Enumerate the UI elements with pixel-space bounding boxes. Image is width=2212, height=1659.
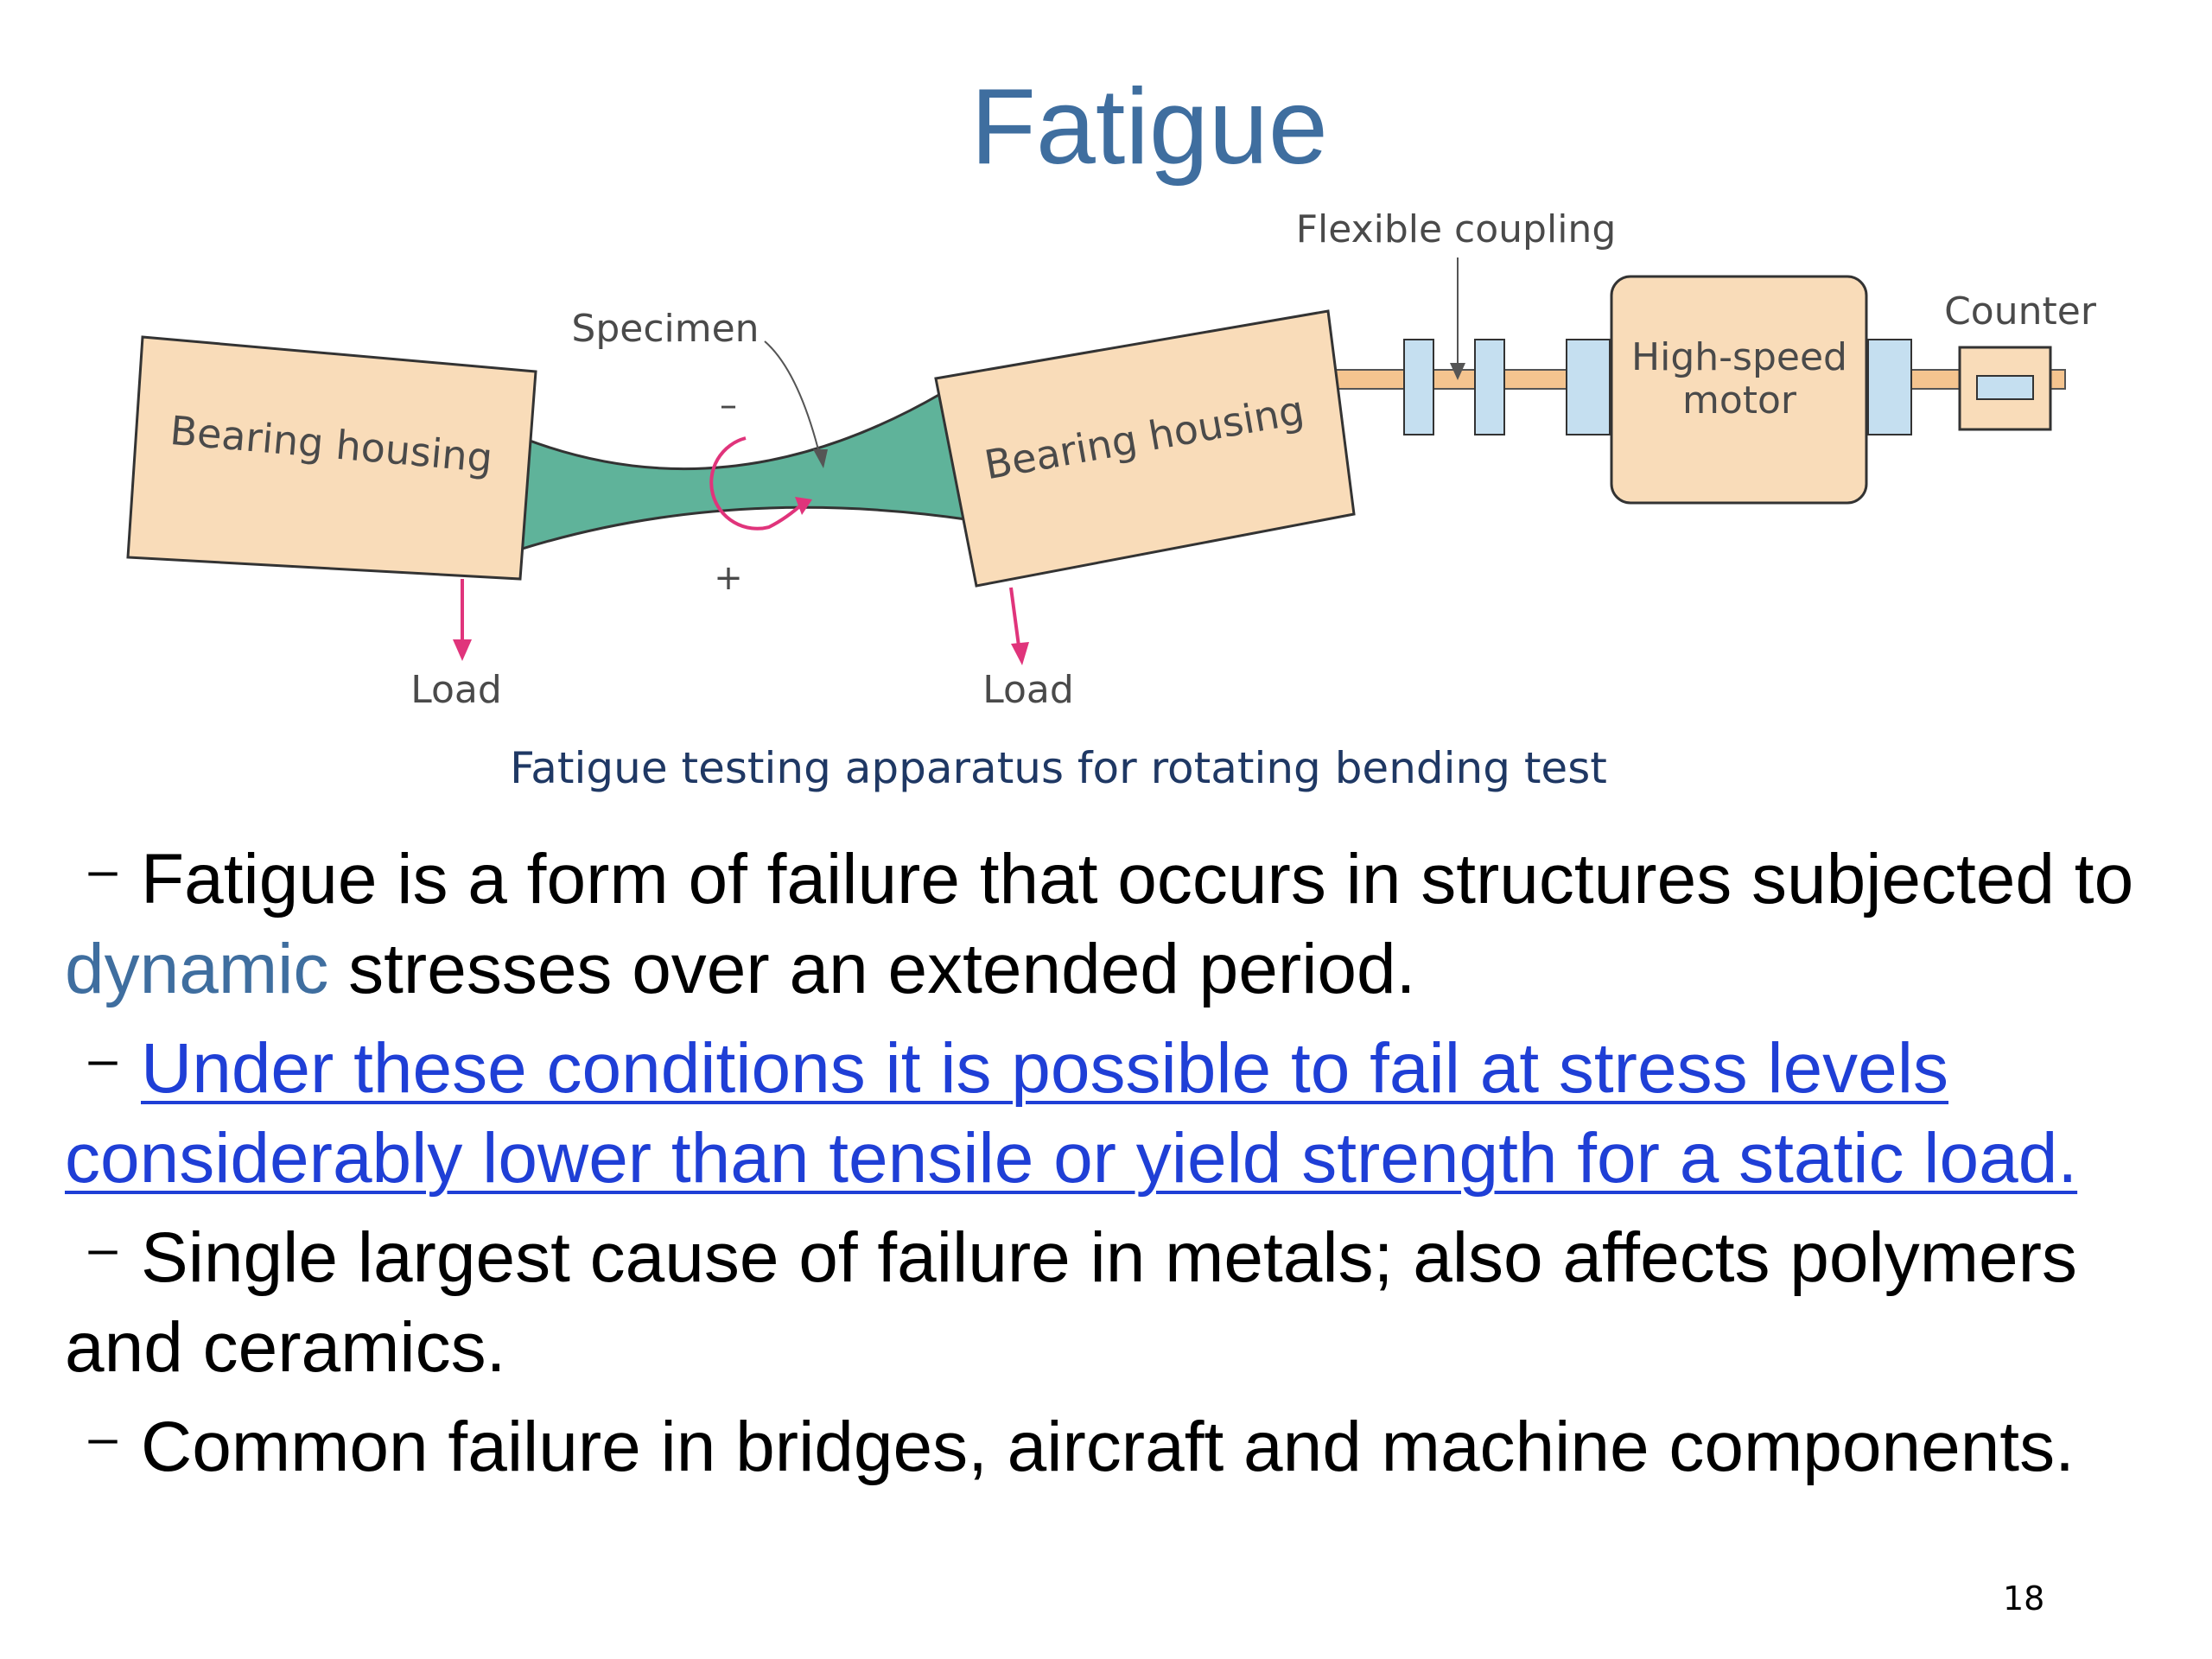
fatigue-apparatus-diagram: Flexible coupling Specimen Counter Beari…: [104, 199, 2108, 726]
rotation-arrow-head: [795, 497, 812, 515]
coupling-disc-2: [1474, 339, 1505, 435]
bullet-4-text: Common failure in bridges, aircraft and …: [141, 1408, 2075, 1486]
minus-sign: –: [720, 385, 737, 425]
motor-label-line1: High-speed: [1631, 335, 1847, 379]
bullet-list: –Fatigue is a form of failure that occur…: [65, 825, 2173, 1492]
bullet-1-text-end: stresses over an extended period.: [328, 930, 1416, 1008]
coupling-pointer-head: [1450, 363, 1465, 380]
load-left-label: Load: [410, 668, 502, 712]
bullet-3-dash: –: [88, 1219, 118, 1277]
plus-sign: +: [714, 558, 743, 598]
flexible-coupling-label: Flexible coupling: [1296, 207, 1617, 251]
bullet-2: –Under these conditions it is possible t…: [65, 1014, 2173, 1204]
motor-label-line2: motor: [1682, 378, 1797, 423]
bullet-1-highlight: dynamic: [65, 930, 329, 1008]
specimen-label: Specimen: [571, 307, 759, 351]
bearing-housing-left: [126, 335, 537, 581]
load-arrow-right-head: [1011, 642, 1029, 665]
bullet-4: –Common failure in bridges, aircraft and…: [65, 1393, 2173, 1492]
specimen-pointer-head: [813, 449, 828, 468]
bullet-2-link[interactable]: Under these conditions it is possible to…: [65, 1029, 2078, 1198]
motor-end-disc: [1867, 339, 1912, 435]
bullet-2-dash: –: [88, 1030, 118, 1088]
page-number: 18: [2003, 1580, 2045, 1618]
load-arrow-left-head: [453, 639, 472, 661]
high-speed-motor: [1610, 275, 1868, 505]
rotation-arrow: [709, 436, 805, 531]
bullet-3-text: Single largest cause of failure in metal…: [65, 1218, 2077, 1387]
counter-label: Counter: [1944, 289, 2097, 334]
bullet-3: –Single largest cause of failure in meta…: [65, 1204, 2173, 1393]
bearing-housing-right: [934, 309, 1356, 588]
diagram-caption: Fatigue testing apparatus for rotating b…: [510, 743, 1607, 793]
load-arrow-right: [1009, 587, 1021, 653]
load-right-label: Load: [982, 668, 1074, 712]
bullet-4-dash: –: [88, 1408, 118, 1466]
slide-title: Fatigue: [970, 67, 1328, 187]
bullet-1-dash: –: [88, 841, 118, 899]
coupling-disc-3: [1566, 339, 1611, 435]
specimen-pointer: [764, 340, 822, 461]
bullet-1: –Fatigue is a form of failure that occur…: [65, 825, 2173, 1014]
bullet-1-text-start: Fatigue is a form of failure that occurs…: [141, 840, 2134, 918]
counter-display: [1976, 375, 2034, 400]
coupling-disc-1: [1403, 339, 1434, 435]
